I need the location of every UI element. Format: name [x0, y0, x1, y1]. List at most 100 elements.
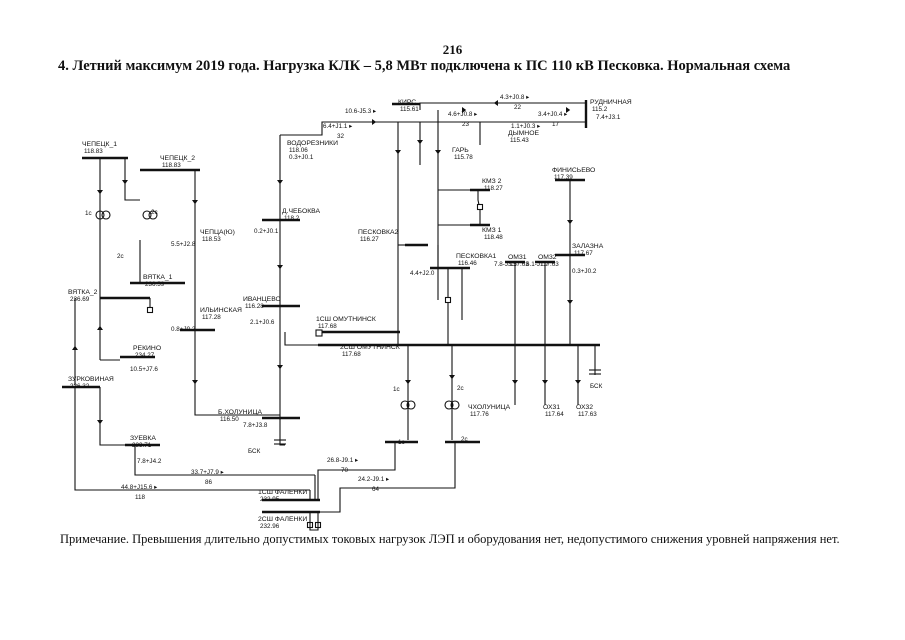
flow-value-label: 4.3+J0.8 ▸ — [500, 94, 530, 101]
flow-value-label: 6.4+J1.1 ▸ — [323, 123, 353, 130]
node-voltage-label: 115.43 — [510, 137, 529, 144]
kmz-1-link — [438, 210, 481, 226]
node-name-label: ВЯТКА_1 — [143, 274, 173, 281]
line-86 — [194, 335, 280, 416]
node-voltage-label: 118.06 — [289, 147, 308, 154]
node-name-label: ФИНИСЬЕВО — [552, 167, 595, 174]
line-number-label: 23 — [462, 121, 470, 128]
line-number-label: 70 — [341, 467, 349, 474]
node-voltage-label: 117.39 — [554, 174, 573, 181]
node-voltage-label: 117.64 — [545, 411, 564, 418]
node-voltage-label: 118.53 — [202, 236, 221, 243]
load-value-label: 10.5+J7.6 — [130, 366, 158, 373]
node-voltage-label: 236.32 — [70, 383, 90, 390]
flow-arrow-icon — [435, 150, 441, 155]
load-value-label: 5.5+J2.8 — [171, 241, 196, 248]
node-voltage-label: 232.95 — [260, 496, 280, 503]
node-voltage-label: 116.27 — [360, 236, 379, 243]
flow-arrow-icon — [372, 119, 377, 125]
node-name-label: 2СШ ФАЛЕНКИ — [258, 516, 307, 523]
node-name-label: ПЕСКОВКА2 — [358, 229, 399, 236]
node-name-label: КМЗ 2 — [482, 178, 502, 185]
node-voltage-label: 115.2 — [592, 106, 608, 113]
line-32 — [280, 121, 375, 136]
load-value-label: 7.8+J3.8 — [243, 422, 268, 429]
diagram-wiring — [62, 100, 601, 531]
node-voltage-label: 117.63 — [510, 261, 529, 268]
line-86-south — [134, 445, 315, 476]
node-name-label: ИВАНЦЕВО — [243, 296, 281, 303]
winding-label: 2с — [117, 253, 124, 260]
node-voltage-label: 115.78 — [454, 154, 473, 161]
node-name-label: Д.ЧЕБОКВА — [282, 208, 320, 215]
load-value-label: 7.8-J3.5 — [494, 261, 517, 268]
node-name-label: ЧХОЛУНИЦА — [468, 404, 511, 411]
load-value-label: 0.3+J0.1 — [289, 154, 314, 161]
node-name-label: ЗУЕВКА — [130, 435, 156, 442]
node-name-label: Б.ХОЛУНИЦА — [218, 409, 262, 416]
capacitor-bank-label: БСК — [248, 448, 261, 455]
flow-arrow-icon — [122, 180, 128, 185]
node-name-label: ДЫМНОЕ — [508, 130, 539, 137]
flow-arrow-icon — [277, 180, 283, 185]
node-voltage-label: 117.76 — [470, 411, 489, 418]
node-voltage-label: 118.83 — [162, 162, 181, 169]
bsk-tap — [279, 418, 285, 446]
winding-label: 2с — [151, 209, 158, 216]
node-name-label: ВОДОРЕЗНИКИ — [287, 140, 338, 147]
load-value-label: 2.1+J0.6 — [250, 319, 275, 326]
line-number-label: 32 — [337, 133, 345, 140]
omutninsk-tie — [284, 332, 318, 346]
node-name-label: РУДНИЧНАЯ — [590, 99, 632, 106]
node-name-label: ОХ32 — [576, 404, 593, 411]
flow-arrow-icon — [97, 420, 103, 425]
flow-value-label: 33.7+J7.9 ▸ — [191, 469, 225, 476]
node-voltage-label: 116.46 — [458, 260, 477, 267]
breaker-icon — [444, 296, 452, 304]
node-name-label: РЕКИНО — [133, 345, 161, 352]
page-number: 216 — [442, 42, 463, 57]
node-voltage-label: 236.59 — [145, 281, 165, 288]
transformer-icon — [101, 210, 111, 220]
transformer-icon — [444, 400, 454, 410]
flow-arrow-icon — [192, 380, 198, 385]
node-name-label: ЗАЛАЗНА — [572, 243, 604, 250]
diagram-labels: ЧЕПЕЦК_1118.83ЧЕПЕЦК_2118.83ВОДОРЕЗНИКИ1… — [68, 94, 632, 530]
flow-arrow-icon — [97, 325, 103, 330]
node-name-label: 1СШ ОМУТНИНСК — [316, 316, 376, 323]
node-voltage-label: 118.48 — [484, 234, 503, 241]
flow-arrow-icon — [395, 150, 401, 155]
line-106 — [99, 387, 125, 446]
line-64-left — [124, 158, 140, 201]
node-voltage-label: 233.71 — [132, 442, 152, 449]
flow-value-label: 1.1+J0.3 ▸ — [511, 123, 541, 130]
transformer-icon — [400, 400, 410, 410]
load-value-label: 4.4+J2.0 — [410, 270, 435, 277]
flow-arrow-icon — [192, 200, 198, 205]
winding-label: 2с — [457, 385, 464, 392]
flow-arrow-icon — [97, 190, 103, 195]
line-22 — [419, 102, 586, 110]
flow-arrow-icon — [493, 100, 498, 106]
line-70 — [317, 455, 396, 500]
node-name-label: 2СШ ОМУТНИНСК — [340, 344, 400, 351]
node-name-label: ЧЕПЦА(Ю) — [200, 229, 235, 236]
node-voltage-label: 116.28 — [245, 303, 264, 310]
node-name-label: ВЯТКА_2 — [68, 289, 98, 296]
node-voltage-label: 117.67 — [574, 250, 593, 257]
node-voltage-label: 117.68 — [342, 351, 361, 358]
load-value-label: 0.3+J0.2 — [572, 268, 597, 275]
node-voltage-label: 236.69 — [70, 296, 90, 303]
node-name-label: ЗУРКОВИНАЯ — [68, 376, 114, 383]
load-value-label: 7.8+J4.2 — [137, 458, 162, 465]
flow-arrow-icon — [277, 265, 283, 270]
page-heading: 4. Летний максимум 2019 года. Нагрузка К… — [58, 58, 791, 74]
node-name-label: ПЕСКОВКА1 — [456, 253, 497, 260]
line-number-label: 64 — [372, 486, 380, 493]
winding-label: 1с — [85, 210, 92, 217]
node-name-label: КМЗ 1 — [482, 227, 502, 234]
line-118-south — [74, 387, 310, 491]
node-voltage-label: 115.61 — [400, 106, 419, 113]
node-voltage-label: 118.2 — [284, 215, 300, 222]
